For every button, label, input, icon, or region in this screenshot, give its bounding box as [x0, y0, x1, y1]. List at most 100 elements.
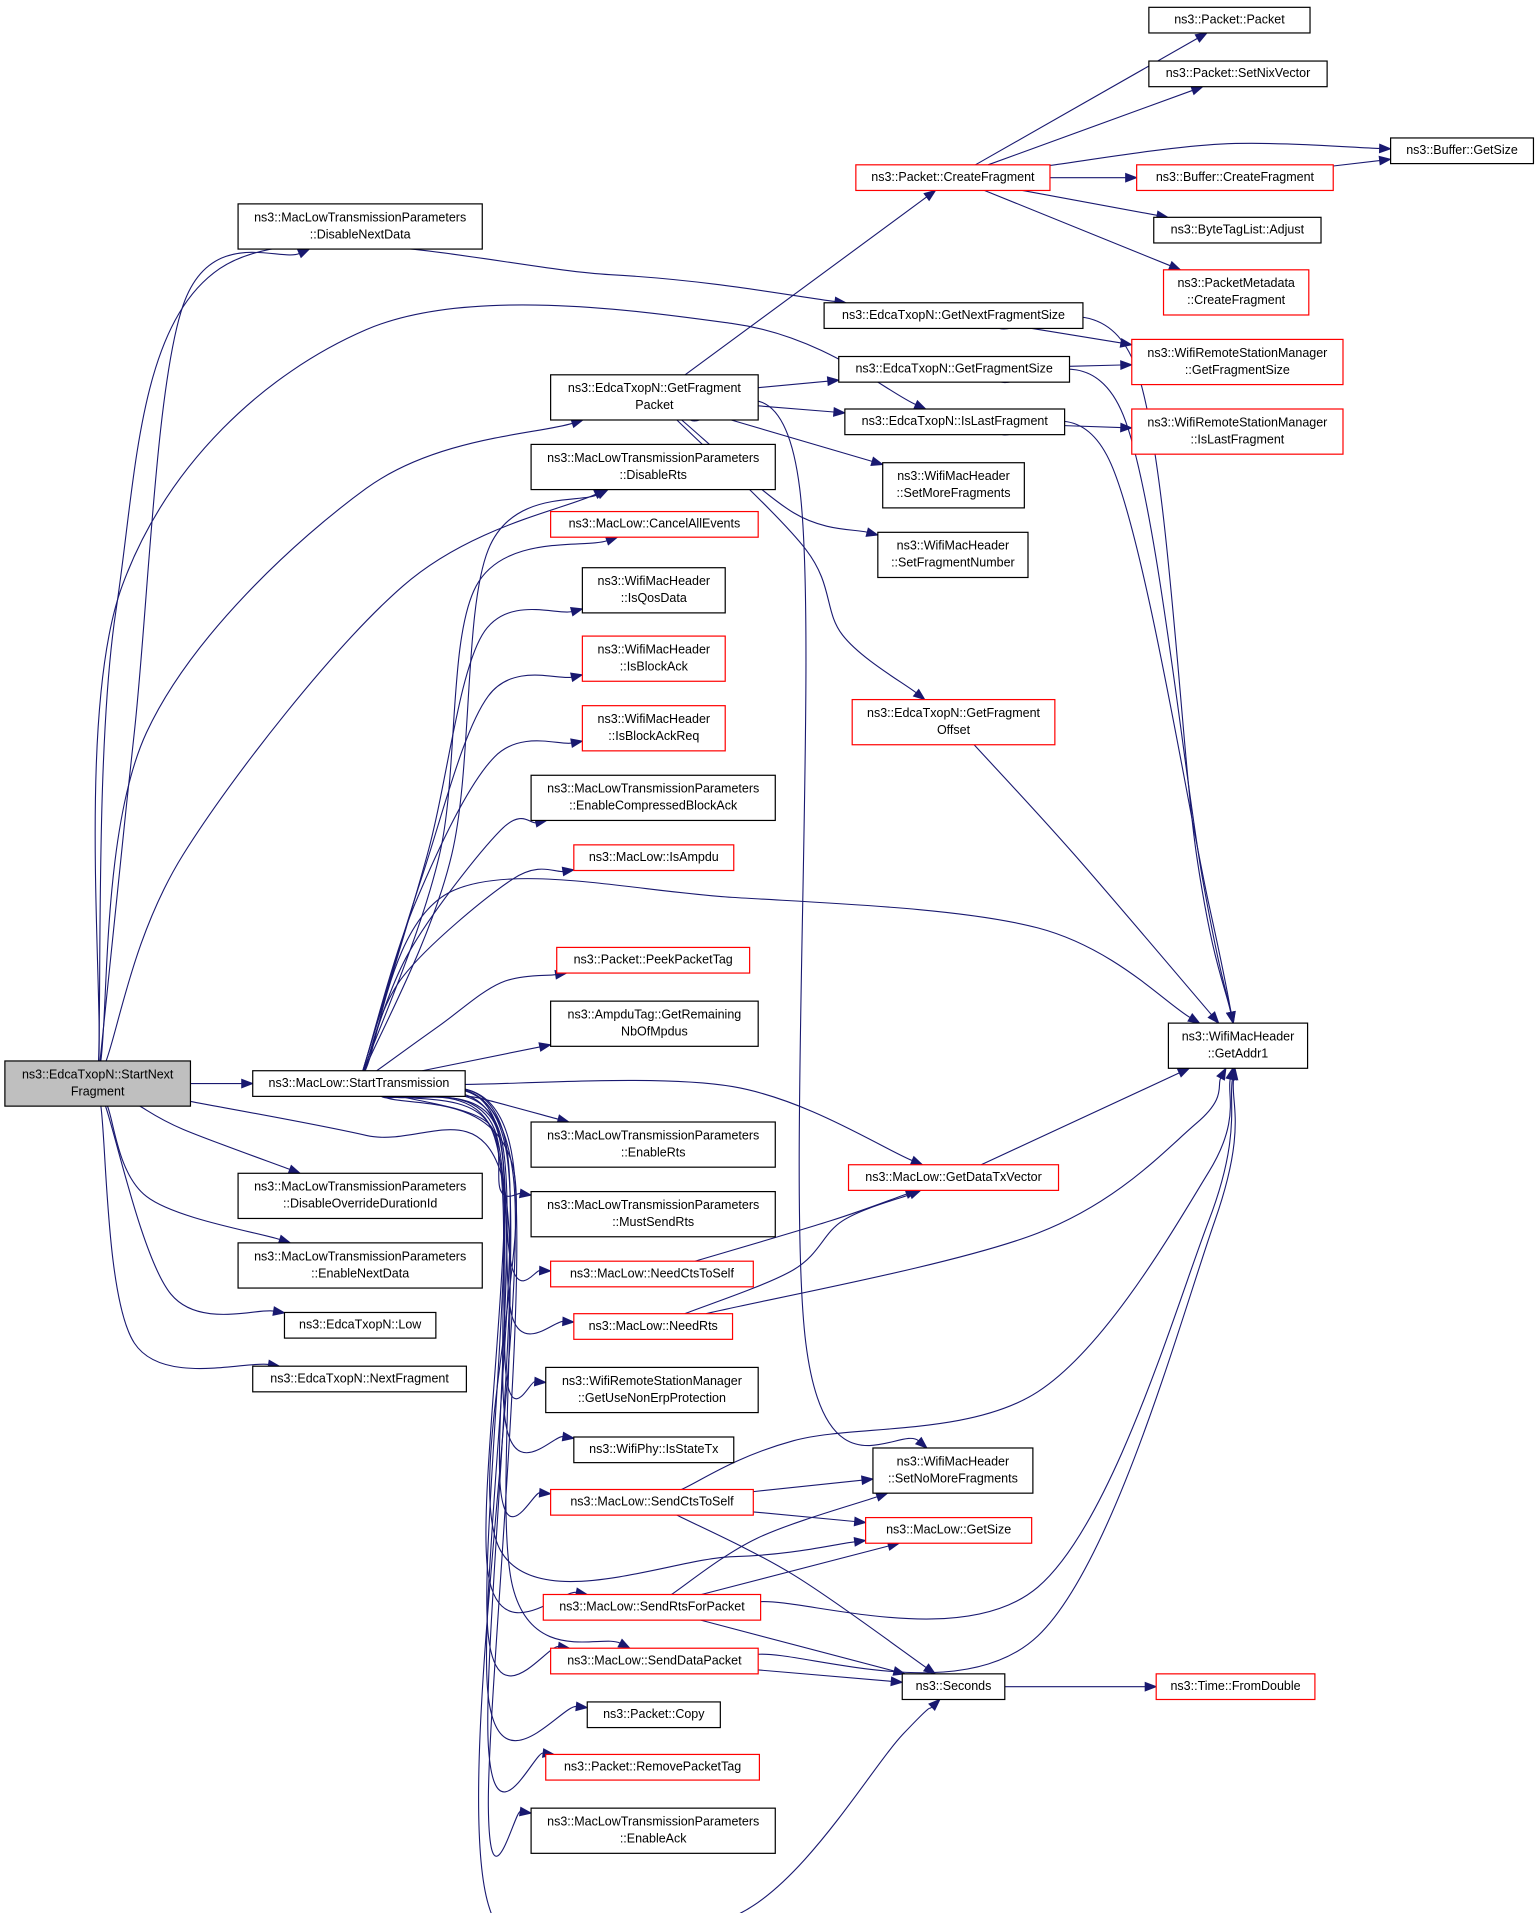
node-box — [855, 164, 1051, 192]
node-get-next-fragment-size[interactable]: ns3::EdcaTxopN::GetNextFragmentSize — [823, 302, 1084, 330]
arrowhead — [923, 189, 937, 202]
node-wrsm-is-last-fragment[interactable]: ns3::WifiRemoteStationManager::IsLastFra… — [1131, 408, 1344, 455]
edge-sendRtsForPacket-to-setNoMoreFragments — [671, 1492, 889, 1595]
edge-line — [465, 1079, 913, 1162]
node-send-data-packet[interactable]: ns3::MacLow::SendDataPacket — [550, 1647, 759, 1675]
node-set-no-more-fragments[interactable]: ns3::WifiMacHeader::SetNoMoreFragments — [872, 1447, 1034, 1494]
node-box — [844, 408, 1066, 436]
node-box — [573, 844, 735, 872]
node-byte-tag-list-adjust[interactable]: ns3::ByteTagList::Adjust — [1153, 216, 1322, 244]
arrowhead — [875, 1492, 889, 1502]
node-packet-copy[interactable]: ns3::Packet::Copy — [586, 1701, 721, 1729]
edge-line — [671, 1496, 878, 1595]
node-packet-packet[interactable]: ns3::Packet::Packet — [1148, 6, 1311, 34]
node-box — [573, 1313, 734, 1340]
node-label: ::DisableOverrideDurationId — [283, 1197, 437, 1211]
node-box — [1131, 338, 1344, 386]
node-is-ampdu[interactable]: ns3::MacLow::IsAmpdu — [573, 844, 735, 872]
node-is-qos-data[interactable]: ns3::WifiMacHeader::IsQosData — [581, 567, 726, 614]
node-need-cts-to-self[interactable]: ns3::MacLow::NeedCtsToSelf — [550, 1260, 754, 1288]
edge-sendCtsToSelf-to-getSize — [753, 1511, 868, 1527]
node-disable-next-data[interactable]: ns3::MacLowTransmissionParameters::Disab… — [237, 203, 483, 250]
edge-root-to-startTx — [190, 1078, 255, 1089]
edge-line — [731, 419, 873, 462]
node-packet-metadata-create[interactable]: ns3::PacketMetadata::CreateFragment — [1162, 269, 1310, 316]
node-box — [851, 698, 1056, 746]
node-label: ns3::EdcaTxopN::IsLastFragment — [862, 414, 1049, 428]
node-enable-compressed[interactable]: ns3::MacLowTransmissionParameters::Enabl… — [530, 774, 776, 822]
node-label: ns3::MacLow::SendCtsToSelf — [570, 1495, 734, 1509]
node-next-fragment[interactable]: ns3::EdcaTxopN::NextFragment — [252, 1365, 467, 1393]
edge-bufferCreateFragment-to-bufferGetSize — [1333, 155, 1392, 167]
node-is-block-ack-req[interactable]: ns3::WifiMacHeader::IsBlockAckReq — [581, 705, 726, 752]
edge-line — [987, 89, 1193, 166]
edge-getFragmentPacket-to-createFragment — [684, 189, 937, 376]
arrowhead — [928, 1698, 941, 1711]
node-enable-ack[interactable]: ns3::MacLowTransmissionParameters::Enabl… — [530, 1807, 776, 1854]
node-low[interactable]: ns3::EdcaTxopN::Low — [283, 1311, 437, 1339]
node-remove-packet-tag[interactable]: ns3::Packet::RemovePacketTag — [545, 1753, 760, 1781]
edge-line — [376, 974, 556, 1072]
node-box — [882, 462, 1025, 509]
edge-line — [684, 196, 927, 376]
node-is-last-fragment[interactable]: ns3::EdcaTxopN::IsLastFragment — [844, 408, 1066, 436]
node-label: ns3::MacLowTransmissionParameters — [547, 451, 759, 465]
edge-startTx-to-getSize — [382, 1095, 868, 1583]
node-label: ::IsBlockAck — [620, 659, 689, 673]
node-get-fragment-size[interactable]: ns3::EdcaTxopN::GetFragmentSize — [838, 355, 1071, 383]
edge-line — [980, 1072, 1180, 1166]
node-buffer-get-size[interactable]: ns3::Buffer::GetSize — [1390, 137, 1535, 165]
node-get-data-tx-vector[interactable]: ns3::MacLow::GetDataTxVector — [847, 1164, 1060, 1191]
edge-line — [382, 1095, 855, 1583]
node-label: ns3::EdcaTxopN::GetFragment — [867, 706, 1041, 720]
edge-line — [390, 1091, 577, 1614]
edge-line — [99, 251, 300, 1062]
node-get-use-non-erp[interactable]: ns3::WifiRemoteStationManager::GetUseNon… — [545, 1366, 759, 1414]
node-box — [550, 1488, 754, 1516]
node-cancel-all-events[interactable]: ns3::MacLow::CancelAllEvents — [550, 510, 759, 538]
edge-line — [1064, 425, 1121, 429]
node-seconds[interactable]: ns3::Seconds — [901, 1673, 1006, 1701]
node-create-fragment[interactable]: ns3::Packet::CreateFragment — [855, 164, 1051, 192]
node-enable-rts[interactable]: ns3::MacLowTransmissionParameters::Enabl… — [530, 1121, 776, 1168]
node-is-block-ack[interactable]: ns3::WifiMacHeader::IsBlockAck — [581, 635, 726, 682]
arrowhead — [833, 407, 847, 417]
edge-sendRtsForPacket-to-seconds — [700, 1619, 907, 1676]
node-send-rts-for-packet[interactable]: ns3::MacLow::SendRtsForPacket — [542, 1593, 762, 1621]
node-set-more-fragments[interactable]: ns3::WifiMacHeader::SetMoreFragments — [882, 462, 1025, 509]
arrowhead — [912, 688, 926, 701]
node-set-fragment-number[interactable]: ns3::WifiMacHeader::SetFragmentNumber — [877, 531, 1029, 579]
node-disable-override[interactable]: ns3::MacLowTransmissionParameters::Disab… — [237, 1172, 483, 1220]
node-time-from-double[interactable]: ns3::Time::FromDouble — [1155, 1673, 1316, 1701]
edge-line — [701, 1545, 889, 1596]
node-box — [1155, 1673, 1316, 1701]
arrowhead — [538, 1042, 552, 1052]
node-box — [872, 1447, 1034, 1494]
arrowhead — [1194, 32, 1209, 43]
edge-root-to-disableNextData — [99, 248, 311, 1062]
node-label: ns3::MacLow::NeedCtsToSelf — [570, 1266, 734, 1280]
node-wrsm-get-fragment-size[interactable]: ns3::WifiRemoteStationManager::GetFragme… — [1131, 338, 1344, 386]
node-enable-next-data[interactable]: ns3::MacLowTransmissionParameters::Enabl… — [237, 1242, 483, 1289]
node-disable-rts[interactable]: ns3::MacLowTransmissionParameters::Disab… — [530, 443, 776, 491]
arrowhead — [1190, 85, 1205, 96]
node-start-tx[interactable]: ns3::MacLow::StartTransmission — [252, 1070, 466, 1097]
node-peek-packet-tag[interactable]: ns3::Packet::PeekPacketTag — [556, 946, 751, 974]
edge-line — [100, 1106, 269, 1370]
node-box — [530, 1807, 776, 1854]
node-get-size[interactable]: ns3::MacLow::GetSize — [865, 1516, 1033, 1544]
edge-startTx-to-isBlockAck — [362, 672, 584, 1071]
node-need-rts[interactable]: ns3::MacLow::NeedRts — [573, 1313, 734, 1340]
arrowhead — [533, 1376, 548, 1387]
node-send-cts-to-self[interactable]: ns3::MacLow::SendCtsToSelf — [550, 1488, 754, 1516]
node-get-addr1[interactable]: ns3::WifiMacHeader::GetAddr1 — [1167, 1022, 1309, 1069]
node-buffer-create-fragment[interactable]: ns3::Buffer::CreateFragment — [1136, 164, 1334, 192]
node-is-state-tx[interactable]: ns3::WifiPhy::IsStateTx — [573, 1436, 735, 1464]
node-must-send-rts[interactable]: ns3::MacLowTransmissionParameters::MustS… — [530, 1190, 776, 1238]
node-set-nix-vector[interactable]: ns3::Packet::SetNixVector — [1148, 60, 1328, 88]
